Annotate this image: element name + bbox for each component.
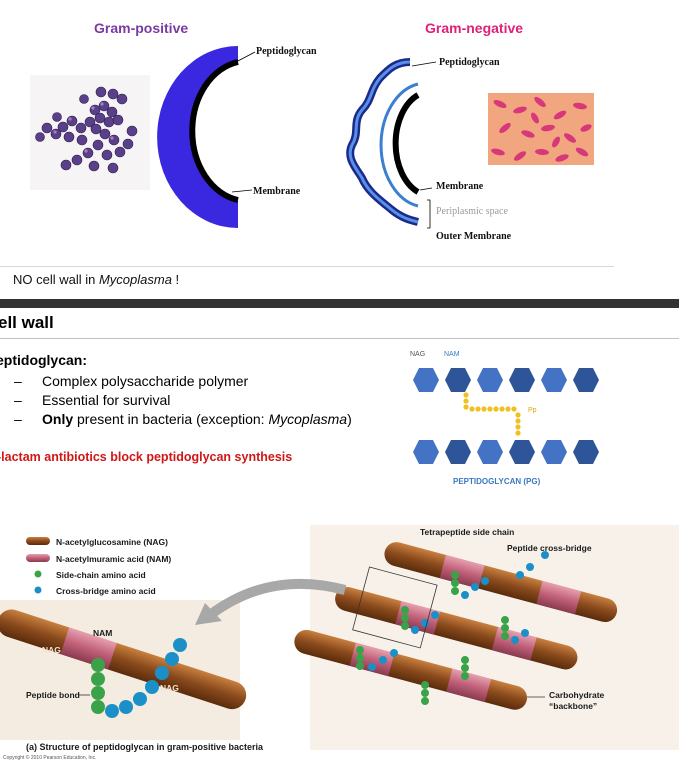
bullet-dash: – (14, 373, 22, 389)
gram-negative-micrograph (488, 93, 594, 165)
zoom-nag-label-left: NAG (42, 645, 61, 655)
legend-nam: N-acetylmuramic acid (NAM) (56, 554, 172, 564)
zoom-nag-label-right: NAG (160, 683, 179, 693)
figure-caption: (a) Structure of peptidoglycan in gram-p… (26, 742, 264, 752)
pg-pp-label: Pp (528, 407, 537, 414)
gn-periplasmic-label: Periplasmic space (436, 206, 508, 217)
gram-positive-micrograph (30, 75, 150, 190)
gram-negative-title: Gram-negative (425, 20, 524, 36)
peptidoglycan-heading: eptidoglycan: (0, 352, 88, 368)
legend-nag: N-acetylglucosamine (NAG) (56, 537, 168, 547)
gram-negative-wall (346, 58, 437, 229)
slide-header-band (0, 299, 679, 308)
mycoplasma-note: NO cell wall in Mycoplasma ! (13, 272, 180, 287)
pg-nam-label: NAM (444, 351, 460, 358)
pg-strand-bottom (413, 440, 599, 464)
carbohydrate-label-1: Carbohydrate (549, 690, 605, 700)
cross-bridge-label: Peptide cross-bridge (507, 543, 592, 553)
legend-cross-bridge: Cross-bridge amino acid (56, 586, 156, 596)
zoomed-strand (0, 609, 247, 718)
zoom-nam-label: NAM (93, 628, 113, 638)
pg-strand-top (413, 368, 599, 392)
peptide-beads (463, 392, 521, 436)
carbohydrate-label-2: “backbone” (549, 701, 598, 711)
section-divider (0, 266, 614, 267)
tetrapeptide-label: Tetrapeptide side chain (420, 527, 515, 537)
gram-positive-title: Gram-positive (94, 20, 189, 36)
gn-outer-membrane-label: Outer Membrane (436, 231, 512, 242)
pg-hexagon-diagram (413, 368, 599, 464)
pg-nag-label: NAG (410, 351, 426, 358)
gp-peptidoglycan-label: Peptidoglycan (256, 46, 317, 57)
bullet-dash: – (14, 392, 22, 408)
peptide-bond-label: Peptide bond (26, 690, 80, 700)
gram-diagrams (30, 46, 594, 229)
slide-title: ell wall (0, 313, 54, 332)
bullet-item: Only present in bacteria (exception: Myc… (42, 411, 352, 427)
beta-lactam-statement: -lactam antibiotics block peptidoglycan … (0, 450, 293, 464)
title-rule (0, 338, 679, 339)
bullet-item: Complex polysaccharide polymer (42, 373, 249, 389)
legend-side-chain: Side-chain amino acid (56, 570, 146, 580)
gn-peptidoglycan-label: Peptidoglycan (439, 57, 500, 68)
amino-acid-chains (356, 551, 549, 705)
legend-swatches (26, 537, 50, 594)
gn-membrane-label: Membrane (436, 181, 484, 192)
bullet-item: Essential for survival (42, 392, 171, 408)
peptidoglycan-structure-figure (0, 525, 679, 750)
gp-membrane-label: Membrane (253, 186, 301, 197)
copyright: Copyright © 2010 Pearson Education, Inc. (3, 755, 97, 761)
gram-positive-wall (157, 46, 256, 229)
pg-caption: PEPTIDOGLYCAN (PG) (453, 477, 541, 486)
bullet-dash: – (14, 411, 22, 427)
